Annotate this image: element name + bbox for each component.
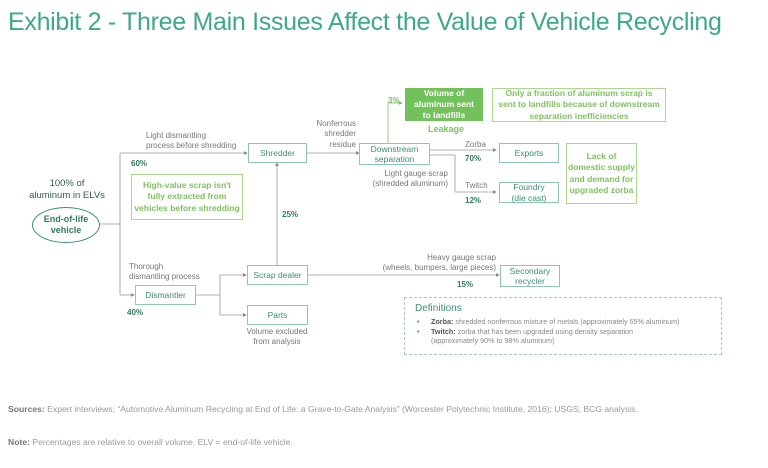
thorough-dismantling-label: Thorough dismantling process [129, 262, 200, 283]
elv-node-line1: End-of-life [43, 213, 89, 224]
bullet-icon: • [417, 326, 420, 336]
elv-heading: 100% of aluminum in ELVs [22, 178, 112, 203]
nonferrous-residue-label: Nonferrous shredder residue [306, 119, 356, 150]
landfill-line2: aluminum sent [414, 98, 474, 109]
downstream-line1: Downstream [370, 143, 419, 154]
heavy-gauge-line2: (wheels, bumpers, large pieces) [382, 263, 496, 273]
landfill-line1: Volume of [423, 87, 465, 98]
high-value-line1: High-value scrap isn't [143, 180, 231, 191]
definition-item: • Twitch: zorba that has been upgraded us… [415, 327, 711, 346]
dismantler-node: Dismantler [135, 285, 196, 305]
shredder-node: Shredder [248, 143, 307, 163]
elv-heading-line2: aluminum in ELVs [29, 190, 105, 202]
pct-to-dismantler: 40% [127, 308, 144, 317]
definition-text-cont: (approximately 90% to 98% aluminum) [431, 336, 555, 346]
pct-dealer-to-shredder: 25% [282, 210, 299, 219]
sources-label: Sources: [8, 404, 45, 414]
parts-label: Parts [267, 309, 288, 320]
zorba-label: Zorba [465, 140, 486, 149]
definition-term: Twitch: [431, 326, 456, 336]
light-dismantling-line1: Light dismantling [146, 131, 207, 140]
fraction-line1: Only a fraction of aluminum scrap is [505, 88, 653, 99]
secondary-line2: recycler [515, 276, 545, 286]
excluded-line2: from analysis [253, 337, 301, 347]
elv-node-line2: vehicle [50, 225, 82, 235]
definition-text: shredded nonferrous mixture of metals (a… [453, 317, 680, 326]
lack-line2: domestic supply [567, 162, 636, 173]
light-gauge-line1: Light gauge scrap [384, 169, 448, 178]
lack-line4: upgraded zorba [569, 184, 634, 195]
footnote: Note: Percentages are relative to overal… [8, 437, 758, 449]
leakage-label: Leakage [428, 124, 465, 134]
bullet-icon: • [417, 317, 420, 326]
nonferrous-line3: residue [329, 139, 356, 149]
sources-text: Expert interviews; “Automotive Aluminum … [44, 404, 638, 414]
definition-text: zorba that has been upgraded using densi… [455, 326, 634, 336]
heavy-gauge-line1: Heavy gauge scrap [427, 253, 496, 262]
exhibit-title: Exhibit 2 - Three Main Issues Affect the… [8, 8, 722, 36]
foundry-node: Foundry(die cast) [499, 182, 559, 203]
fraction-line2: sent to landfills because of downstream [498, 99, 660, 110]
scrap-dealer-node: Scrap dealer [247, 265, 308, 285]
lack-line1: Lack of [586, 151, 617, 162]
definitions-title: Definitions [415, 303, 462, 314]
light-gauge-label: Light gauge scrap (shredded aluminum) [368, 169, 448, 190]
thorough-line2: dismantling process [129, 272, 200, 282]
landfill-line3: to landfills [422, 110, 466, 121]
note-text: Percentages are relative to overall volu… [29, 437, 293, 447]
definition-item: • Zorba: shredded nonferrous mixture of m… [415, 317, 711, 327]
pct-zorba-exports: 70% [465, 154, 482, 163]
sources-note: Sources: Expert interviews; “Automotive … [8, 404, 758, 416]
exports-node: Exports [499, 143, 559, 163]
scrap-dealer-label: Scrap dealer [253, 269, 302, 280]
volume-excluded-label: Volume excluded from analysis [246, 327, 308, 348]
light-gauge-line2: (shredded aluminum) [372, 179, 448, 189]
exports-node-label: Exports [514, 147, 544, 158]
high-value-line2: fully extracted from [147, 191, 227, 202]
lack-line3: and demand for [569, 173, 634, 184]
heavy-gauge-label: Heavy gauge scrap (wheels, bumpers, larg… [380, 253, 496, 274]
nonferrous-line1: Nonferrous [316, 119, 356, 128]
light-dismantling-line2: process before shredding [146, 141, 237, 151]
dismantler-label: Dismantler [145, 289, 186, 300]
foundry-line2: (die cast) [511, 192, 547, 203]
fraction-line3: separation inefficiencies [529, 110, 629, 121]
note-label: Note: [8, 437, 30, 447]
elv-heading-line1: 100% of [49, 178, 85, 189]
shredder-node-label: Shredder [260, 147, 295, 158]
light-dismantling-label: Light dismantling process before shreddi… [146, 131, 236, 152]
pct-to-shredder: 60% [131, 159, 148, 168]
downstream-line2: separation [374, 154, 415, 164]
pct-to-landfill: 3% [388, 96, 400, 105]
nonferrous-line2: shredder [324, 129, 356, 139]
secondary-line1: Secondary [509, 265, 551, 276]
thorough-line1: Thorough [129, 262, 164, 271]
pct-heavy-gauge: 15% [457, 280, 474, 289]
parts-node: Parts [247, 305, 308, 325]
twitch-label: Twitch [465, 181, 488, 190]
definitions-box: Definitions • Zorba: shredded nonferrous … [404, 297, 722, 355]
definition-term: Zorba: [431, 317, 454, 326]
excluded-line1: Volume excluded [246, 327, 308, 336]
foundry-line1: Foundry [513, 182, 545, 193]
high-value-line3: vehicles before shredding [134, 202, 240, 213]
pct-twitch-foundry: 12% [465, 196, 482, 205]
